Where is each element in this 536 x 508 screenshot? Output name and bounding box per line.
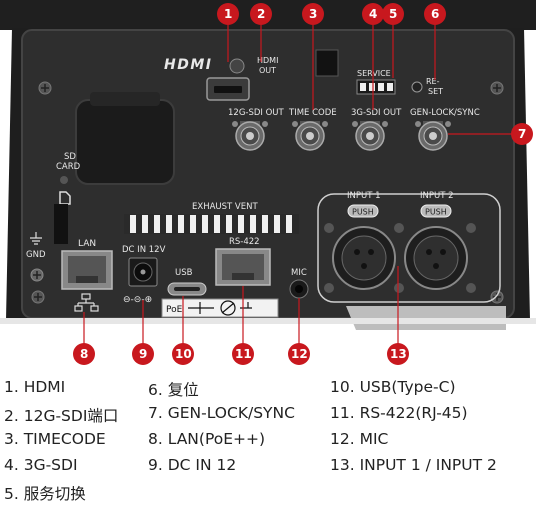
sd-led <box>60 176 68 184</box>
svg-text:4: 4 <box>369 7 377 21</box>
lan-port[interactable] <box>61 250 113 290</box>
hdmi-logo: HDMI <box>164 57 212 73</box>
callout-13: 13 <box>387 343 409 365</box>
legend-item: 12. MIC <box>330 430 389 448</box>
svg-text:7: 7 <box>518 127 526 141</box>
reset-button[interactable] <box>411 81 423 93</box>
bottom-edge <box>0 318 536 324</box>
legend-item: 7. GEN-LOCK/SYNC <box>148 404 295 422</box>
svg-text:10: 10 <box>175 347 192 361</box>
usb-label: USB <box>175 268 193 278</box>
svg-text:12: 12 <box>291 347 308 361</box>
svg-text:5: 5 <box>389 7 397 21</box>
screw-bottom-left <box>31 290 45 304</box>
port-legend: 1. HDMI 2. 12G-SDI端口 3. TIMECODE 4. 3G-S… <box>0 378 536 506</box>
ground-icon <box>30 232 42 245</box>
callout-9: 9 <box>132 343 154 365</box>
callout-5: 5 <box>382 3 404 25</box>
hdmi-port[interactable] <box>206 58 250 101</box>
svg-text:2: 2 <box>257 7 265 21</box>
callout-11: 11 <box>232 343 254 365</box>
timecode-label: TIME CODE <box>288 108 337 118</box>
usb-c-port[interactable] <box>167 282 207 296</box>
callout-10: 10 <box>172 343 194 365</box>
sdi12g-label: 12G-SDI OUT <box>228 108 285 118</box>
reset-label-1: RE- <box>426 77 440 86</box>
legend-item: 13. INPUT 1 / INPUT 2 <box>330 456 497 474</box>
dc-polarity: ⊖-⊝-⊕ <box>123 295 152 305</box>
reset-label-2: SET <box>428 87 443 96</box>
service-label: SERVICE <box>357 69 391 78</box>
legend-item: 3. TIMECODE <box>4 430 106 448</box>
exhaust-vent-label: EXHAUST VENT <box>192 202 258 212</box>
bnc-genlock-connector[interactable] <box>415 121 451 151</box>
sd-label-1: SD <box>64 152 76 162</box>
svg-text:1: 1 <box>224 7 232 21</box>
poe-text: PoE <box>166 305 183 315</box>
bnc-timecode-connector[interactable] <box>292 121 328 151</box>
callout-6: 6 <box>424 3 446 25</box>
input1-label: INPUT 1 <box>347 191 381 201</box>
callout-1: 1 <box>217 3 239 25</box>
callout-4: 4 <box>362 3 384 25</box>
sdi3g-label: 3G-SDI OUT <box>351 108 402 118</box>
svg-text:8: 8 <box>80 347 88 361</box>
legend-item: 2. 12G-SDI端口 <box>4 407 119 425</box>
genlock-label: GEN-LOCK/SYNC <box>410 108 480 118</box>
mic-jack[interactable] <box>289 279 309 299</box>
tally-cover <box>315 49 339 77</box>
xlr-input-1[interactable] <box>324 223 404 293</box>
mic-label: MIC <box>291 268 307 278</box>
svg-text:9: 9 <box>139 347 147 361</box>
hdmi-out-label-1: HDMI <box>257 56 278 65</box>
dc-in-label: DC IN 12V <box>122 245 166 255</box>
bnc-12g-sdi-connector[interactable] <box>232 121 268 151</box>
legend-item: 10. USB(Type-C) <box>330 378 456 396</box>
legend-item: 9. DC IN 12 <box>148 456 237 474</box>
push-button-2[interactable]: PUSH <box>420 204 452 218</box>
callout-8: 8 <box>73 343 95 365</box>
lan-label: LAN <box>78 239 96 249</box>
push-label-2: PUSH <box>425 208 447 217</box>
network-icon <box>74 293 99 312</box>
legend-item: 6. 复位 <box>148 381 199 399</box>
callout-12: 12 <box>288 343 310 365</box>
callout-leaders <box>83 25 512 350</box>
input2-label: INPUT 2 <box>420 191 454 201</box>
push-label-1: PUSH <box>352 208 374 217</box>
exhaust-vent <box>124 214 299 234</box>
screw-top-left <box>38 81 52 95</box>
svg-text:11: 11 <box>235 347 252 361</box>
legend-item: 8. LAN(PoE++) <box>148 430 266 448</box>
poe-warning-label: PoE <box>161 298 279 318</box>
screw-top-right <box>490 81 504 95</box>
legend-item: 5. 服务切换 <box>4 485 86 503</box>
legend-item: 1. HDMI <box>4 378 66 396</box>
service-switch[interactable] <box>356 79 396 95</box>
camera-rear-panel-diagram: HDMI HDMI OUT SERVICE RE- SET 12G-SDI OU… <box>0 0 536 365</box>
rs422-port[interactable] <box>215 248 271 286</box>
sd-slot[interactable] <box>54 204 68 244</box>
sd-label-2: CARD <box>56 162 81 172</box>
dc-in-port[interactable] <box>128 257 158 287</box>
legend-item: 11. RS-422(RJ-45) <box>330 404 468 422</box>
sd-card-icon <box>59 191 71 205</box>
rs422-label: RS-422 <box>229 237 260 247</box>
xlr-inputs-frame <box>317 193 501 303</box>
callout-2: 2 <box>250 3 272 25</box>
screw-gnd <box>30 268 44 282</box>
hdmi-out-label-2: OUT <box>259 66 276 75</box>
screw-bottom-right <box>490 290 504 304</box>
callout-7: 7 <box>511 123 533 145</box>
sd-card-cover[interactable] <box>75 92 175 185</box>
xlr-input-2[interactable] <box>404 223 476 293</box>
svg-text:13: 13 <box>390 347 407 361</box>
gnd-label: GND <box>26 250 46 260</box>
callout-3: 3 <box>302 3 324 25</box>
legend-item: 4. 3G-SDI <box>4 456 78 474</box>
push-button-1[interactable]: PUSH <box>347 204 379 218</box>
svg-text:3: 3 <box>309 7 317 21</box>
bnc-3g-sdi-connector[interactable] <box>352 121 388 151</box>
svg-text:6: 6 <box>431 7 439 21</box>
